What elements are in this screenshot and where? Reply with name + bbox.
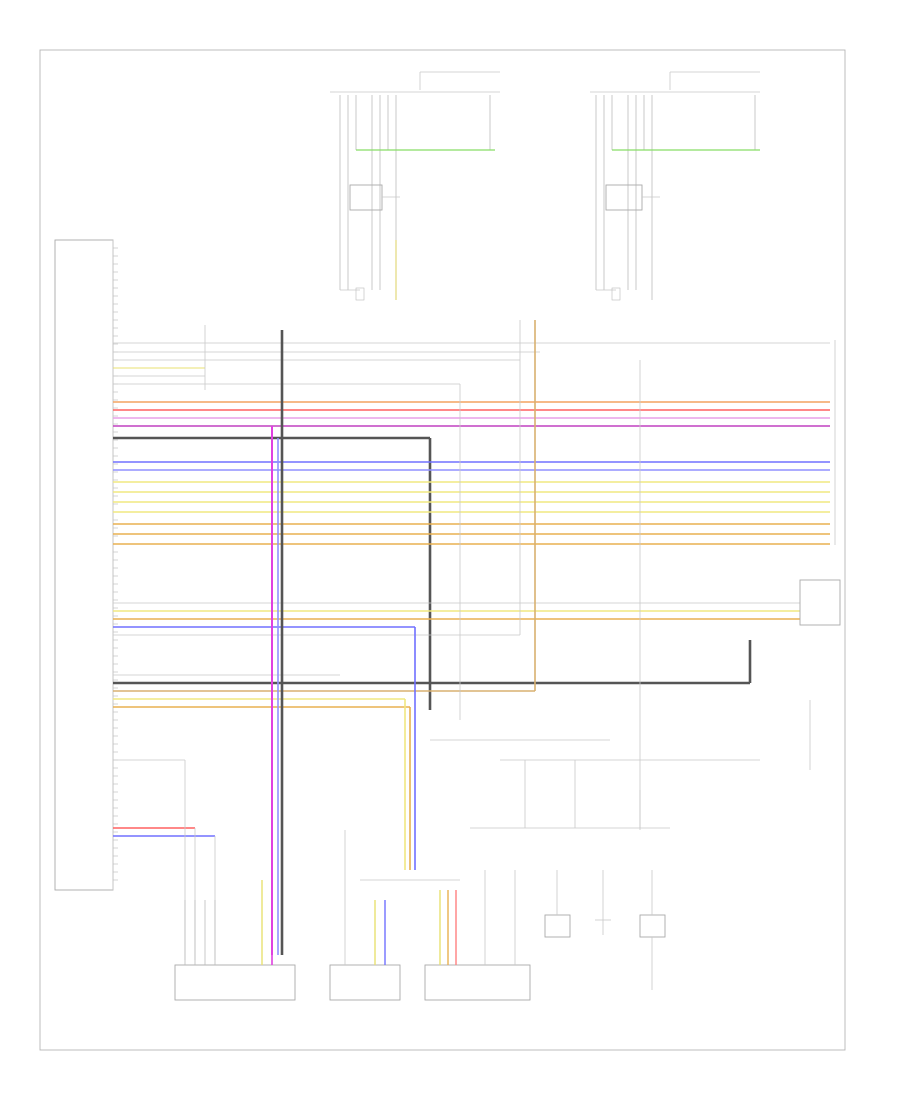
bottom-component-6 [639, 870, 666, 990]
bottom-module-3 [424, 870, 531, 1001]
upper-module-left [330, 71, 500, 301]
bottom-module-2 [329, 830, 460, 1001]
upper-module-right [590, 71, 760, 301]
harness-wires [113, 342, 830, 837]
right-connector [799, 340, 841, 770]
left-module [54, 239, 118, 891]
ground-bus [430, 739, 760, 829]
bottom-component-4 [544, 870, 571, 938]
bottom-component-5 [595, 870, 611, 935]
diagram-frame [39, 49, 846, 1051]
bottom-module-1 [174, 880, 296, 1001]
vertical-wires [184, 320, 752, 960]
